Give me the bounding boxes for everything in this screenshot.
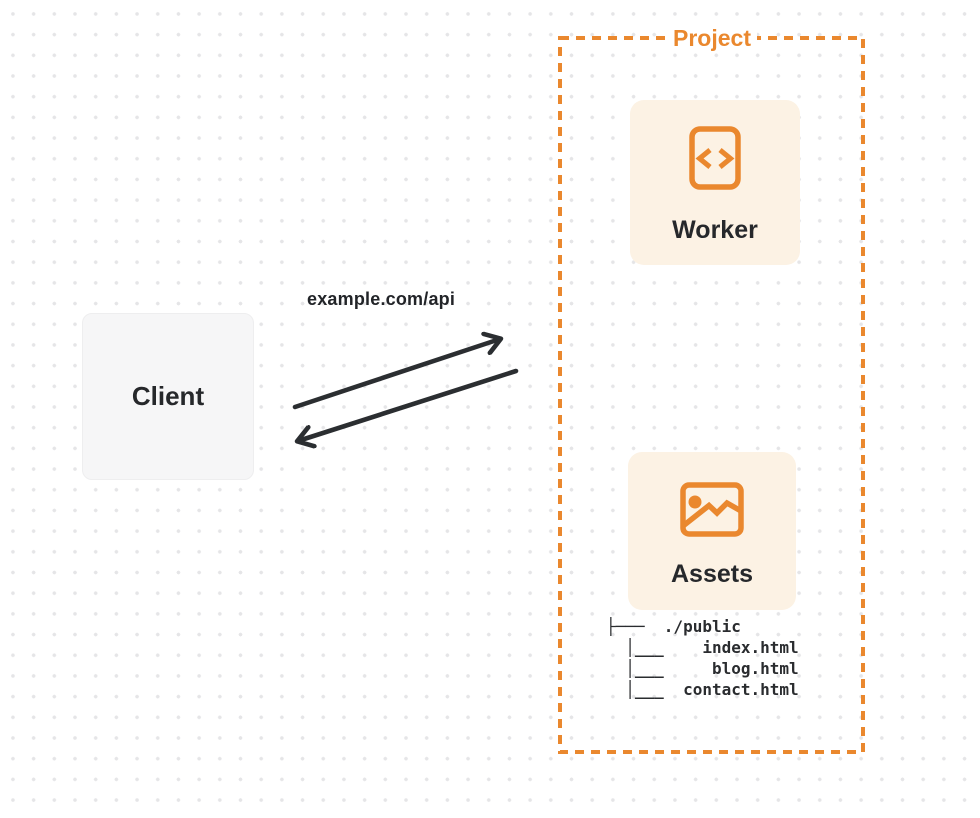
assets-file-tree: ├─── ./public │___ index.html │___ blog.…: [606, 616, 799, 700]
tree-line-index: │___ index.html: [606, 638, 799, 657]
assets-node: Assets: [628, 452, 796, 610]
code-icon: [689, 126, 741, 190]
worker-label: Worker: [672, 216, 758, 244]
tree-line-contact: │___ contact.html: [606, 680, 799, 699]
image-icon: [680, 482, 744, 537]
tree-line-public: ├─── ./public: [606, 617, 741, 636]
tree-line-blog: │___ blog.html: [606, 659, 799, 678]
assets-label: Assets: [671, 560, 753, 588]
client-node: Client: [82, 313, 254, 480]
response-arrow: [298, 368, 519, 441]
worker-node: Worker: [630, 100, 800, 265]
project-label: Project: [667, 24, 757, 52]
request-url-label: example.com/api: [307, 289, 456, 309]
client-label: Client: [131, 381, 205, 411]
image-icon-sun: [688, 495, 702, 509]
request-arrow: [292, 339, 500, 410]
